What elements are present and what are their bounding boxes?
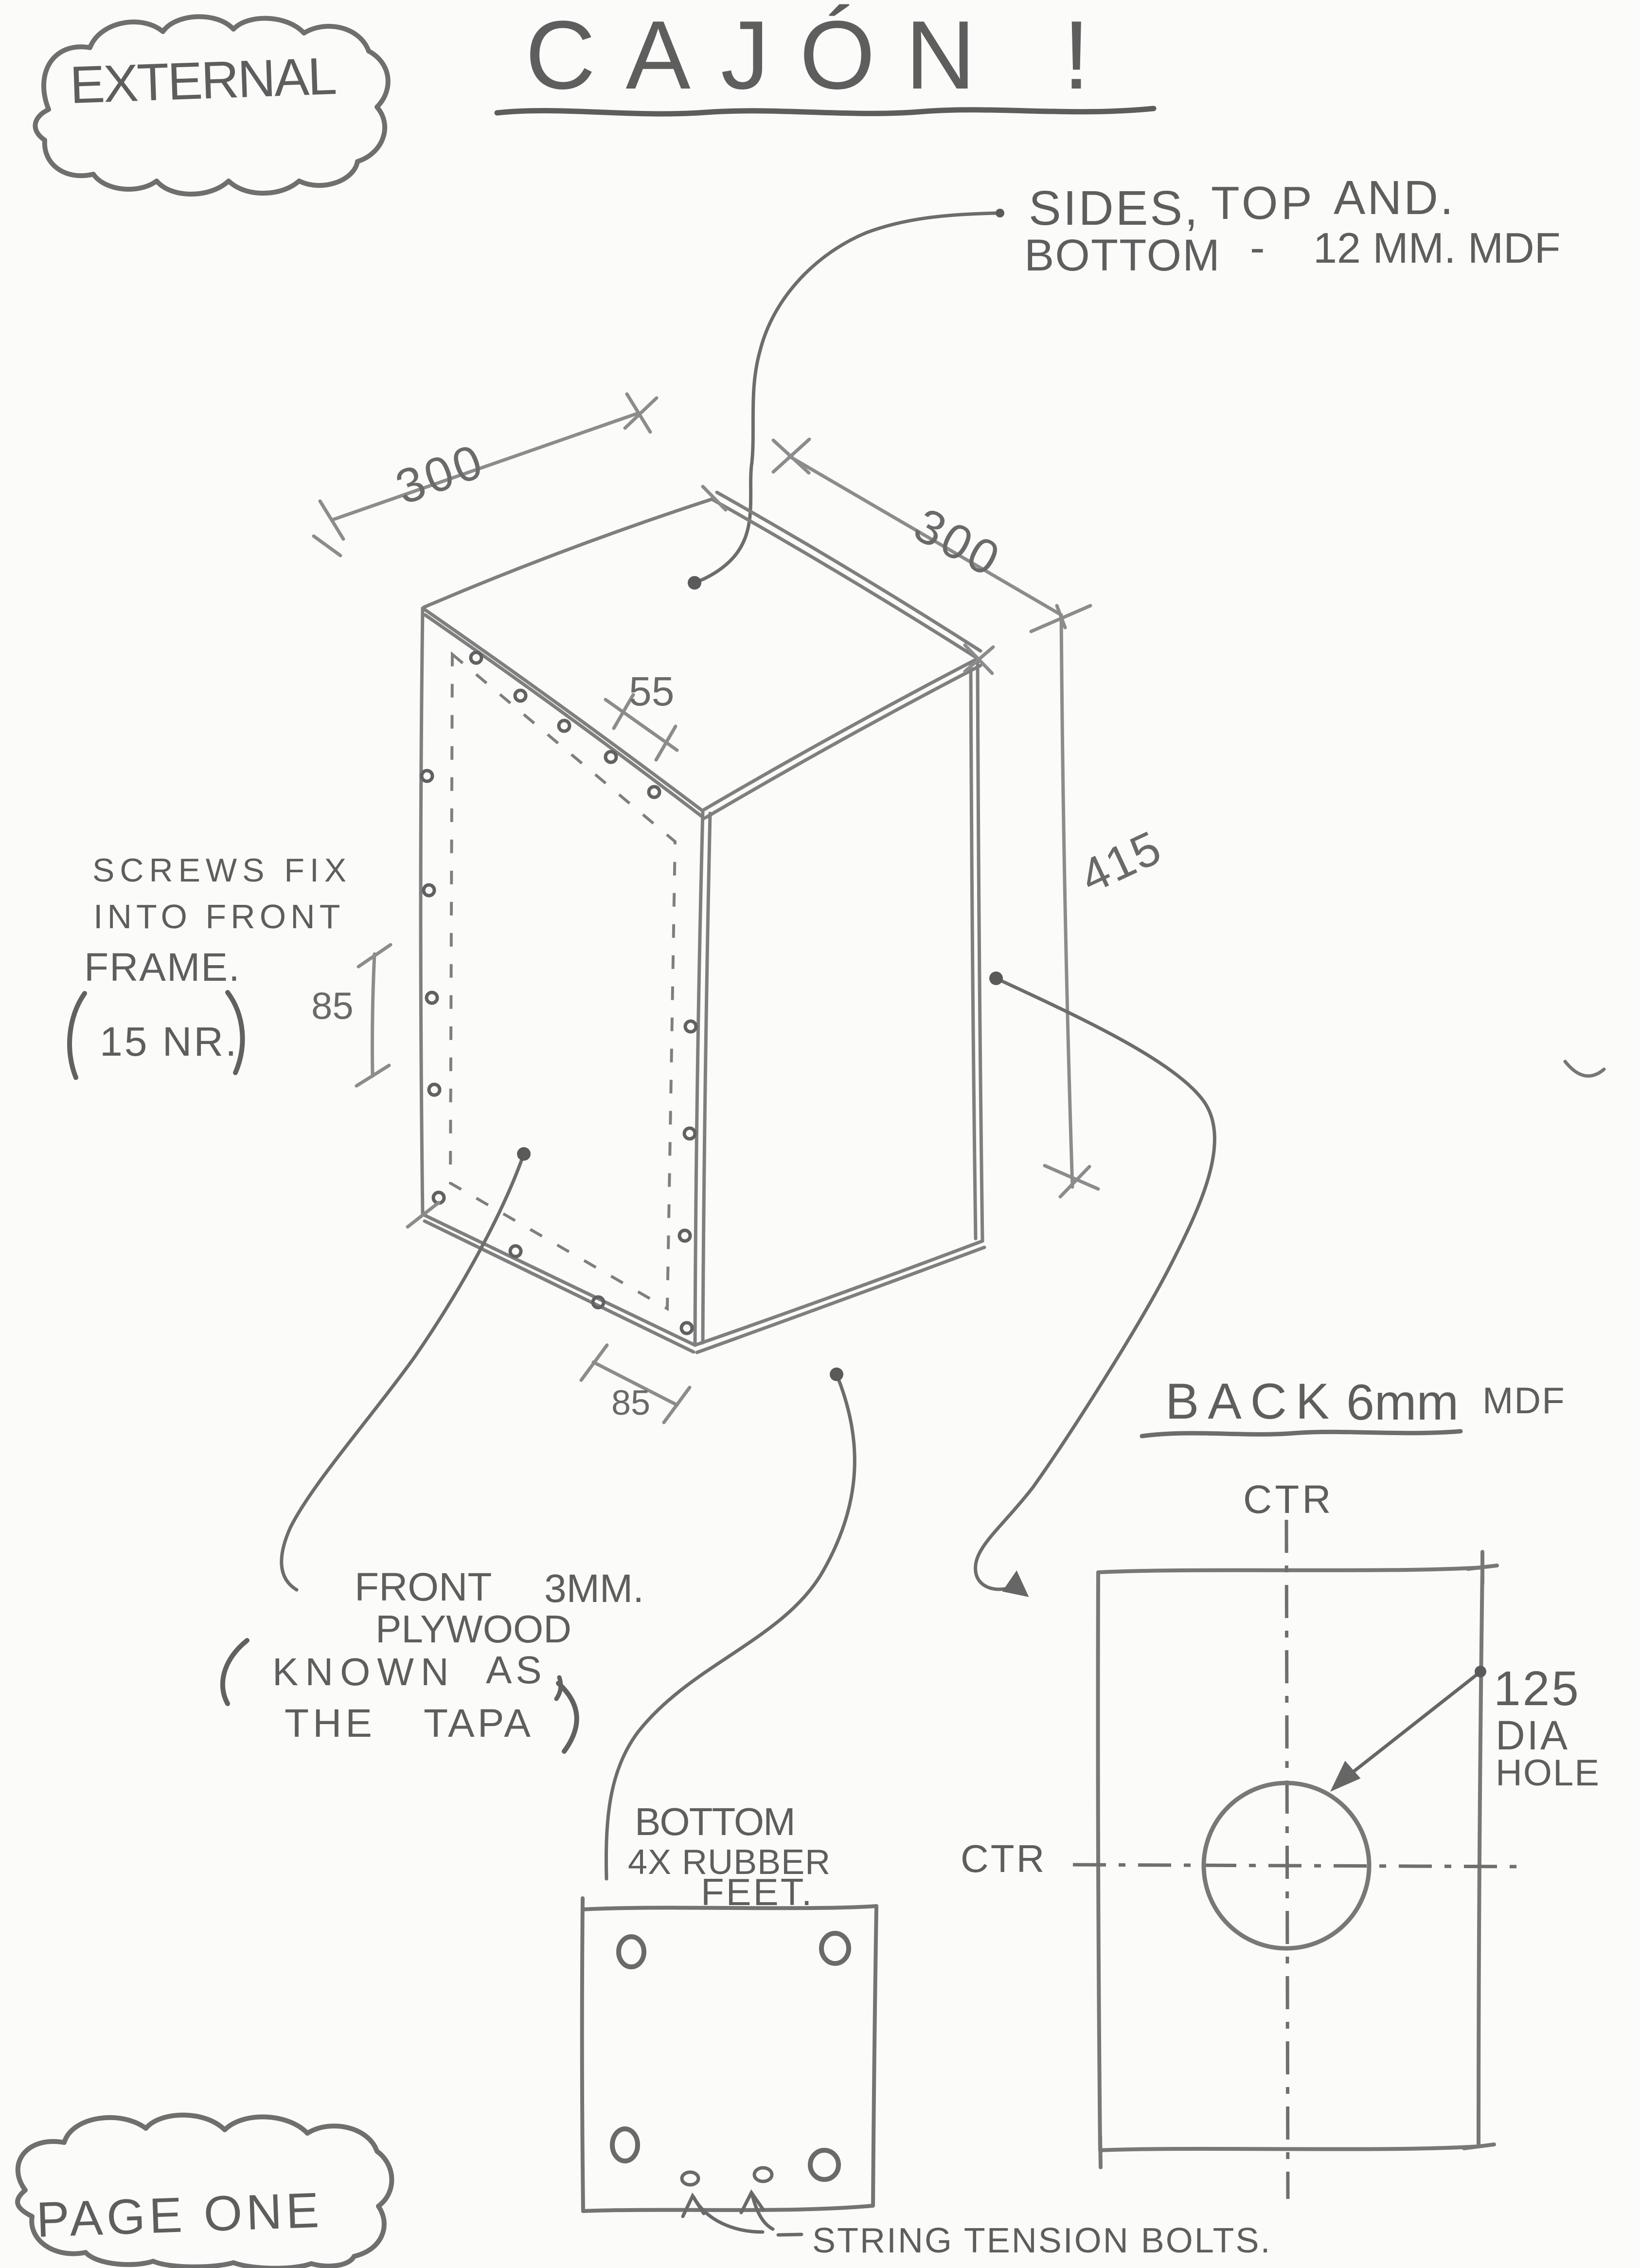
svg-text:THE: THE [285,1701,376,1746]
svg-text:CTR: CTR [961,1837,1046,1880]
svg-text:DIA: DIA [1496,1712,1569,1758]
svg-text:SIDES,: SIDES, [1029,181,1200,235]
svg-text:6mm: 6mm [1346,1374,1459,1431]
svg-text:HOLE: HOLE [1496,1752,1600,1794]
svg-text:TAPA: TAPA [424,1701,534,1746]
svg-text:AND.: AND. [1334,171,1455,224]
svg-text:125: 125 [1494,1661,1581,1716]
svg-text:12 MM. MDF: 12 MM. MDF [1313,224,1560,272]
svg-text:BOTTOM: BOTTOM [635,1800,795,1843]
svg-text:85: 85 [311,984,354,1027]
svg-text:4X RUBBER: 4X RUBBER [628,1843,831,1882]
svg-text:PLYWOOD: PLYWOOD [375,1607,571,1651]
svg-text:KNOWN: KNOWN [272,1650,456,1693]
svg-text:-: - [1250,223,1265,272]
svg-text:CTR: CTR [1243,1477,1334,1522]
svg-text:55: 55 [629,668,674,714]
svg-text:SCREWS FIX: SCREWS FIX [92,852,352,889]
svg-text:MDF: MDF [1482,1380,1566,1422]
svg-text:FRAME.: FRAME. [84,945,241,990]
svg-text:PAGE ONE: PAGE ONE [36,2182,324,2247]
svg-text:CAJÓN !: CAJÓN ! [525,1,1120,109]
svg-text:15 NR.: 15 NR. [100,1019,238,1064]
svg-text:BACK: BACK [1165,1373,1338,1430]
svg-text:EXTERNAL: EXTERNAL [69,46,337,114]
svg-text:BOTTOM: BOTTOM [1024,231,1221,280]
svg-text:AS: AS [486,1648,546,1692]
svg-text:INTO FRONT: INTO FRONT [93,898,344,936]
svg-text:85: 85 [611,1384,650,1422]
svg-text:FRONT: FRONT [355,1565,492,1609]
svg-text:3MM.: 3MM. [544,1566,644,1611]
svg-text:TOP: TOP [1211,177,1315,229]
svg-text:STRING TENSION BOLTS.: STRING TENSION BOLTS. [812,2221,1271,2260]
